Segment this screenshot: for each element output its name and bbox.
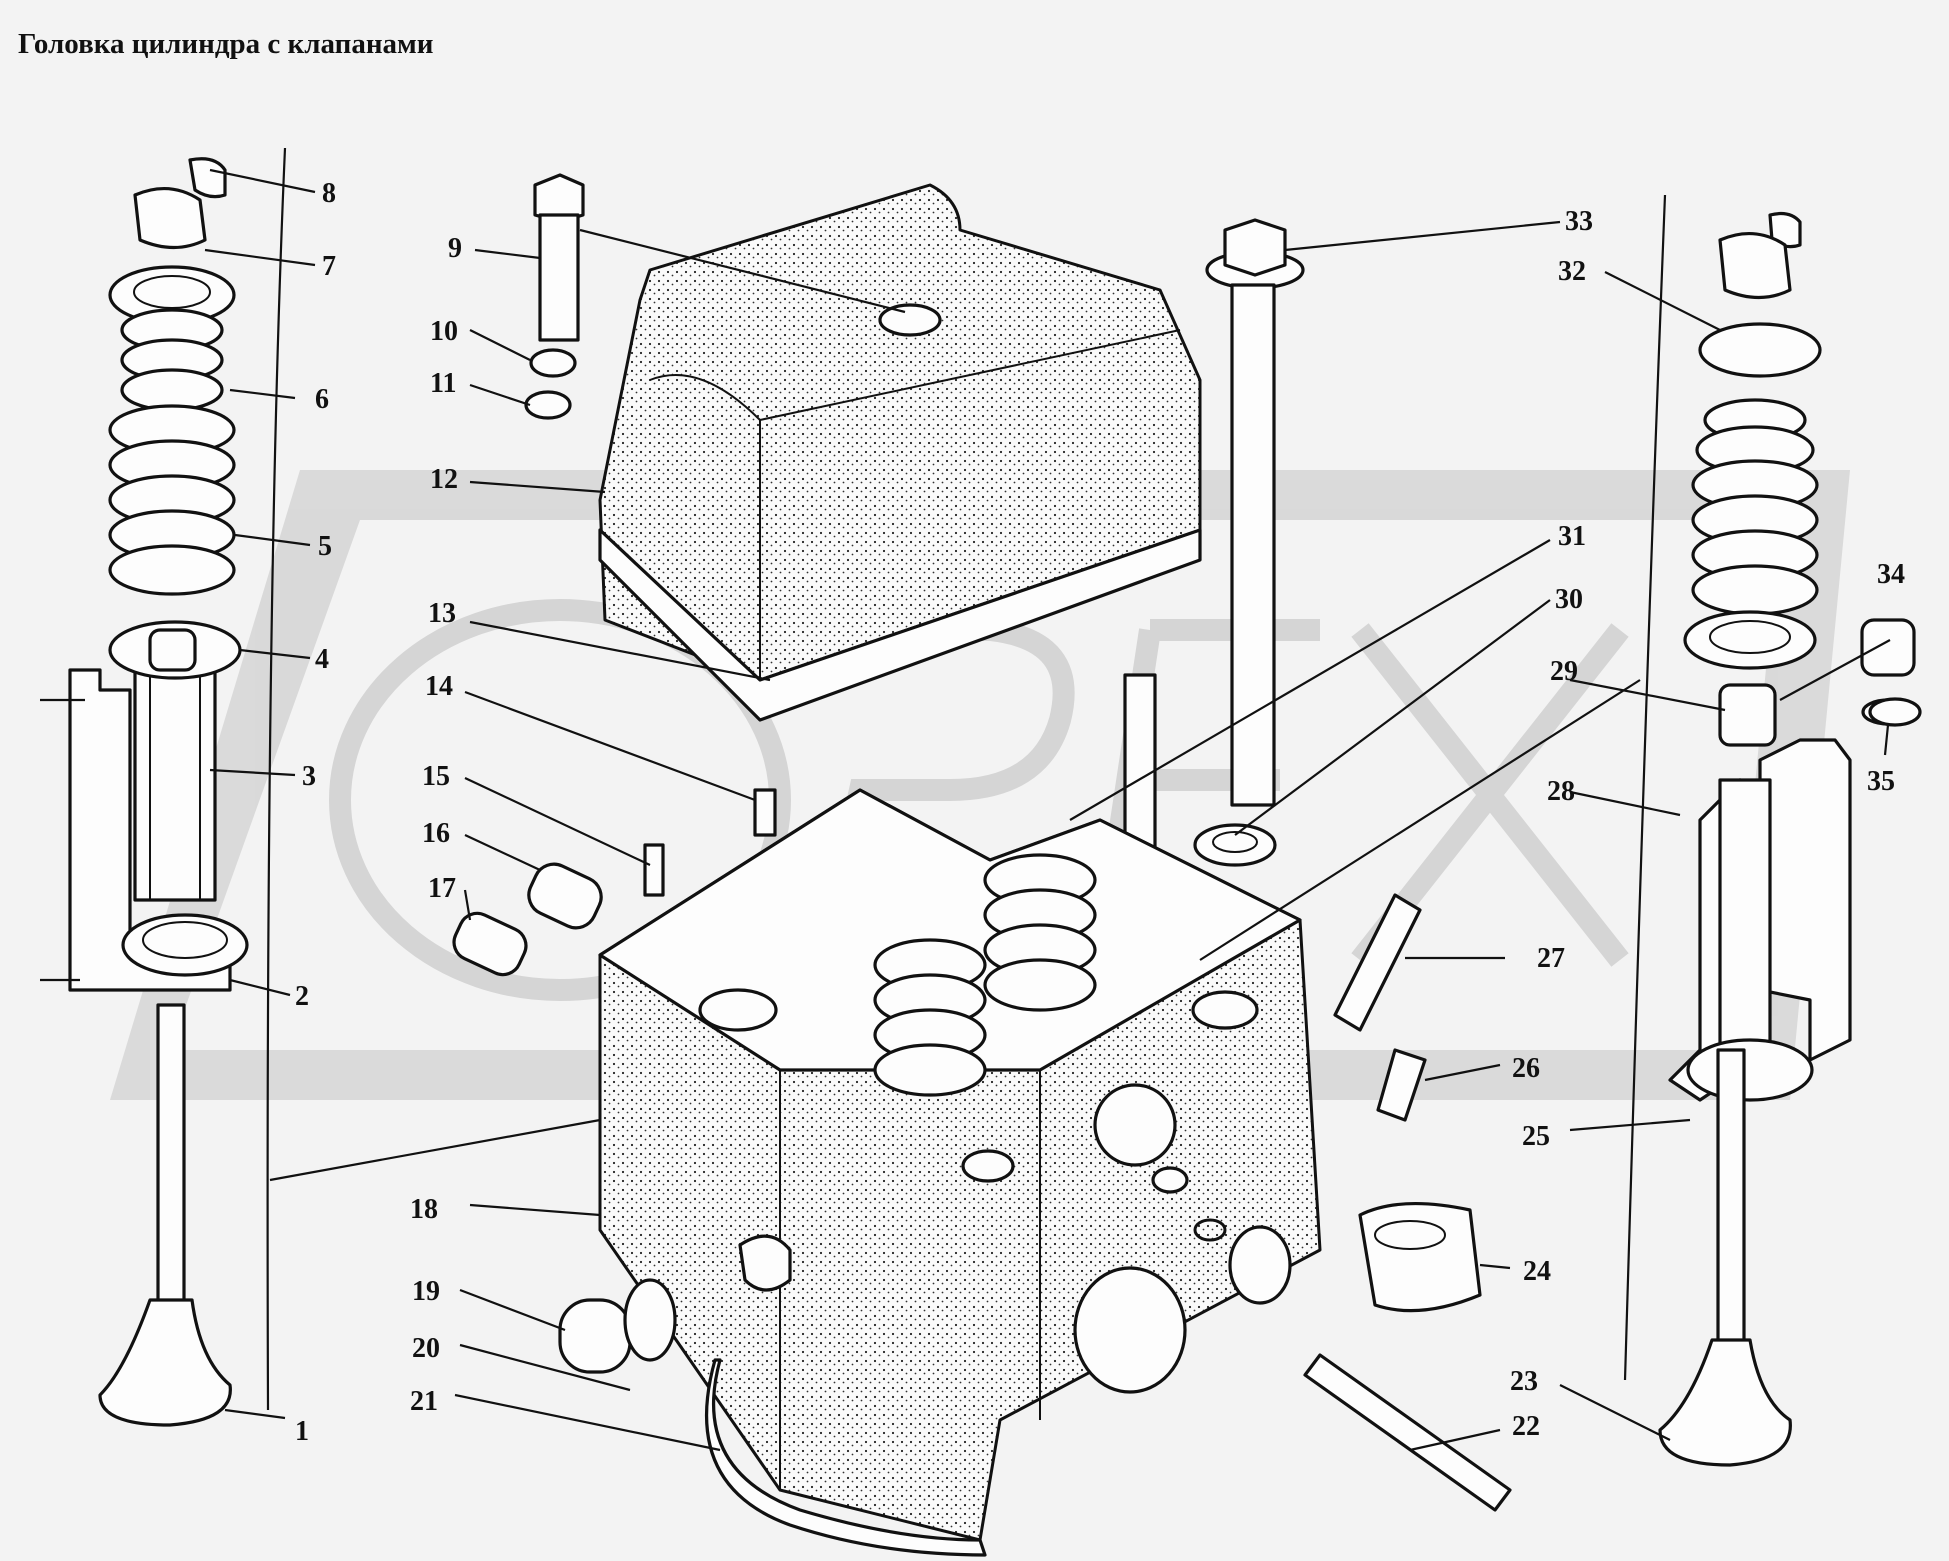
callout-labels: 1 2 3 4 5 6 7 8 9 10 11 12 13 14 15 16 1… xyxy=(295,178,1905,1447)
studs xyxy=(643,673,1512,1512)
callout-6: 6 xyxy=(315,384,329,415)
page-title: Головка цилиндра с клапанами xyxy=(18,28,434,60)
left-inner-spring xyxy=(120,308,224,412)
callout-31: 31 xyxy=(1558,521,1586,552)
callout-22: 22 xyxy=(1512,1411,1540,1442)
plugs xyxy=(452,862,603,977)
callout-3: 3 xyxy=(302,761,316,792)
left-outer-spring xyxy=(108,404,236,596)
leader-lines xyxy=(204,168,1891,1452)
valve-cover xyxy=(598,183,1202,722)
callout-32: 32 xyxy=(1558,256,1586,287)
callout-19: 19 xyxy=(412,1276,440,1307)
callout-15: 15 xyxy=(422,761,450,792)
right-valve-stack xyxy=(1623,194,1916,1467)
callout-33: 33 xyxy=(1565,206,1593,237)
callout-34: 34 xyxy=(1877,559,1905,590)
head-valve-springs xyxy=(873,853,1097,1097)
right-valve-guide-section xyxy=(1668,738,1852,1102)
callout-9: 9 xyxy=(448,233,462,264)
callout-28: 28 xyxy=(1547,776,1575,807)
callout-12: 12 xyxy=(430,464,458,495)
callout-11: 11 xyxy=(430,368,456,399)
injector-sleeve xyxy=(1358,1201,1482,1313)
callout-29: 29 xyxy=(1550,656,1578,687)
callout-35: 35 xyxy=(1867,766,1895,797)
callout-26: 26 xyxy=(1512,1053,1540,1084)
cylinder-head xyxy=(598,788,1322,1542)
callout-14: 14 xyxy=(425,671,453,702)
callout-21: 21 xyxy=(410,1386,438,1417)
callout-4: 4 xyxy=(315,644,329,675)
head-gasket xyxy=(705,1358,987,1557)
callout-18: 18 xyxy=(410,1194,438,1225)
callout-16: 16 xyxy=(422,818,450,849)
plug-19-ring-20 xyxy=(558,1278,677,1374)
callout-20: 20 xyxy=(412,1333,440,1364)
callout-8: 8 xyxy=(322,178,336,209)
callout-27: 27 xyxy=(1537,943,1565,974)
callout-5: 5 xyxy=(318,531,332,562)
left-valve-stack xyxy=(98,147,287,1427)
callout-25: 25 xyxy=(1522,1121,1550,1152)
washers xyxy=(1868,697,1922,727)
cover-bolt-9 xyxy=(524,173,585,420)
callout-7: 7 xyxy=(322,251,336,282)
callout-10: 10 xyxy=(430,316,458,347)
callout-30: 30 xyxy=(1555,584,1583,615)
callout-1: 1 xyxy=(295,1416,309,1447)
head-bolt-33 xyxy=(1193,218,1305,867)
callout-24: 24 xyxy=(1523,1256,1551,1287)
callout-13: 13 xyxy=(428,598,456,629)
callout-23: 23 xyxy=(1510,1366,1538,1397)
callout-2: 2 xyxy=(295,981,309,1012)
callout-17: 17 xyxy=(428,873,456,904)
